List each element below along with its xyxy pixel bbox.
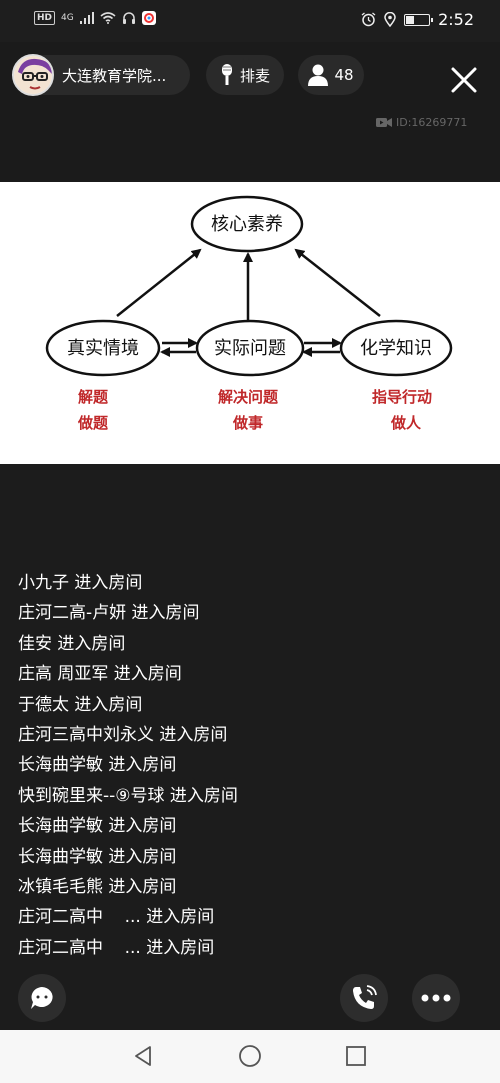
- shared-slide: 核心素养 真实情境 实际问题 化学知识 解题 做题 解决问题 做事 指导行动 做…: [0, 182, 500, 464]
- left-caption-2: 做题: [77, 414, 109, 432]
- list-item: 庄河二高-卢妍 进入房间: [18, 603, 200, 624]
- list-item: 于德太 进入房间: [18, 694, 143, 715]
- list-item: 长海曲学敏 进入房间: [18, 846, 177, 867]
- host-name: 大连教育学院...: [62, 66, 167, 85]
- battery-icon: [404, 13, 434, 26]
- call-button[interactable]: [340, 974, 388, 1022]
- status-right: 2:52: [361, 10, 474, 29]
- right-caption-1: 指导行动: [372, 388, 432, 406]
- list-item: 庄高 周亚军 进入房间: [18, 664, 182, 685]
- list-item: 庄河二高中 ... 进入房间: [18, 937, 215, 958]
- concept-diagram: 核心素养 真实情境 实际问题 化学知识 解题 做题 解决问题 做事 指导行动 做…: [45, 195, 453, 432]
- list-item: 长海曲学敏 进入房间: [18, 816, 177, 837]
- node-top-label: 核心素养: [211, 214, 283, 235]
- person-icon: [308, 64, 329, 86]
- app-notification-icon: [141, 11, 156, 25]
- node-left-label: 真实情境: [67, 338, 139, 359]
- signal-icon: [79, 12, 94, 24]
- viewer-count-button[interactable]: 48: [298, 55, 364, 95]
- system-nav-bar: [0, 1030, 500, 1083]
- mic-queue-button[interactable]: 排麦: [206, 55, 284, 95]
- headset-icon: [122, 11, 135, 24]
- node-left-shape: [45, 319, 161, 377]
- host-info[interactable]: 大连教育学院...: [12, 54, 190, 96]
- list-item: 佳安 进入房间: [18, 633, 126, 654]
- arrow-right-to-top: [294, 248, 381, 317]
- chat-bubble-icon: [31, 987, 53, 1009]
- list-item: 庄河三高中刘永义 进入房间: [18, 724, 228, 745]
- status-bar: HD 4G 2:52: [0, 0, 500, 42]
- status-left: HD 4G: [34, 11, 156, 25]
- alarm-icon: [361, 12, 376, 27]
- close-icon: [451, 67, 477, 93]
- list-item: 长海曲学敏 进入房间: [18, 755, 177, 776]
- center-caption-1: 解决问题: [218, 388, 279, 406]
- back-triangle-icon[interactable]: [132, 1045, 154, 1067]
- node-center-shape: [195, 319, 305, 377]
- clock-time: 2:52: [438, 10, 474, 29]
- more-button[interactable]: [412, 974, 460, 1022]
- list-item: 冰镇毛毛熊 进入房间: [18, 876, 177, 897]
- wifi-icon: [100, 12, 116, 24]
- list-item: 庄河二高中 ... 进入房间: [18, 907, 215, 928]
- list-item: 小九子 进入房间: [18, 573, 143, 593]
- video-camera-icon: [376, 118, 392, 127]
- room-id-text: ID:16269771: [396, 116, 468, 129]
- right-caption-2: 做人: [390, 414, 422, 432]
- node-top-shape: [190, 195, 304, 253]
- arrow-left-to-top: [116, 248, 202, 317]
- viewer-count: 48: [334, 66, 354, 84]
- center-caption-2: 做事: [232, 414, 263, 432]
- microphone-icon: [221, 64, 232, 85]
- live-room-header: 大连教育学院... 排麦 48 ID:16269771: [0, 42, 500, 182]
- phone-call-icon: [353, 985, 377, 1009]
- chat-message-list: 小九子 进入房间 庄河二高-卢妍 进入房间 佳安 进入房间 庄高 周亚军 进入房…: [0, 568, 500, 963]
- close-button[interactable]: [446, 62, 482, 98]
- host-avatar[interactable]: [12, 54, 54, 96]
- chat-button[interactable]: [18, 974, 66, 1022]
- recents-square-icon[interactable]: [346, 1046, 366, 1066]
- node-right-label: 化学知识: [360, 338, 432, 359]
- home-circle-icon[interactable]: [238, 1044, 262, 1068]
- left-caption-1: 解题: [78, 388, 109, 406]
- hd-badge: HD: [34, 11, 56, 25]
- network-label: 4G: [61, 13, 74, 23]
- list-item: 快到碗里来--⑨号球 进入房间: [18, 785, 238, 806]
- location-icon: [384, 12, 396, 27]
- node-right-shape: [339, 319, 453, 377]
- mic-queue-label: 排麦: [239, 66, 270, 85]
- node-center-label: 实际问题: [214, 338, 286, 359]
- room-id: ID:16269771: [376, 116, 467, 129]
- more-dots-icon: [421, 994, 451, 1002]
